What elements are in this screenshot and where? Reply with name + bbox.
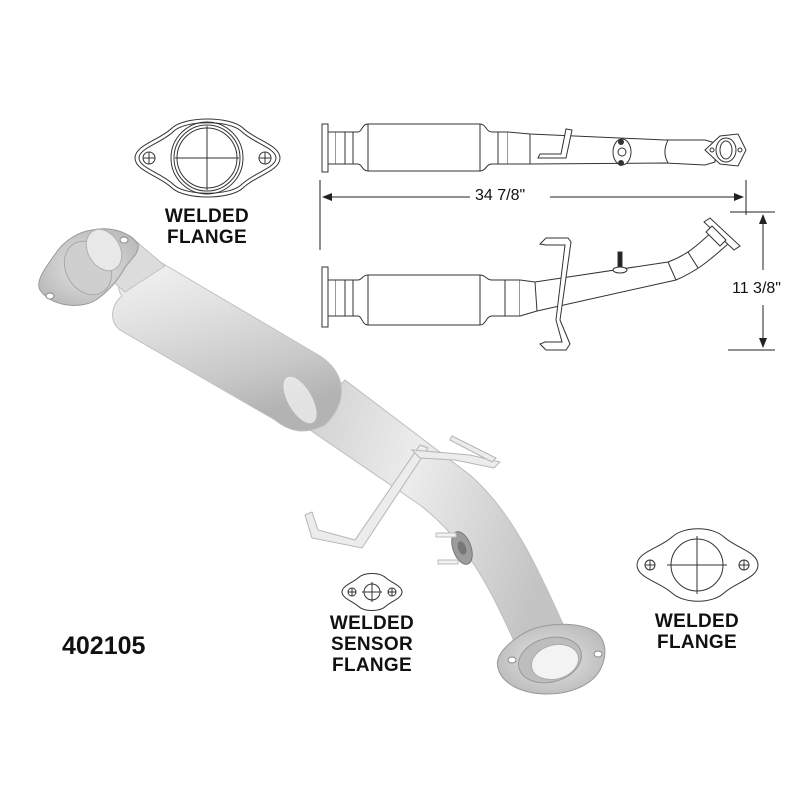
height-dimension-line xyxy=(728,211,775,351)
inlet-flange-label: WELDED FLANGE xyxy=(164,206,250,248)
outlet-flange-icon xyxy=(636,528,759,602)
top-view xyxy=(321,123,747,173)
part-number: 402105 xyxy=(62,632,146,660)
hanger-rod xyxy=(410,449,501,469)
hanger-rod xyxy=(304,444,429,549)
side-view xyxy=(321,217,741,351)
height-dimension-text: 11 3/8" xyxy=(730,280,783,298)
sensor-flange-icon xyxy=(341,573,403,611)
outlet-flange-label: WELDED FLANGE xyxy=(654,611,740,653)
sensor-flange-label: WELDED SENSOR FLANGE xyxy=(329,613,415,676)
length-dimension-line xyxy=(319,180,747,250)
inlet-flange-icon xyxy=(134,118,281,198)
length-dimension-text: 34 7/8" xyxy=(473,187,528,205)
